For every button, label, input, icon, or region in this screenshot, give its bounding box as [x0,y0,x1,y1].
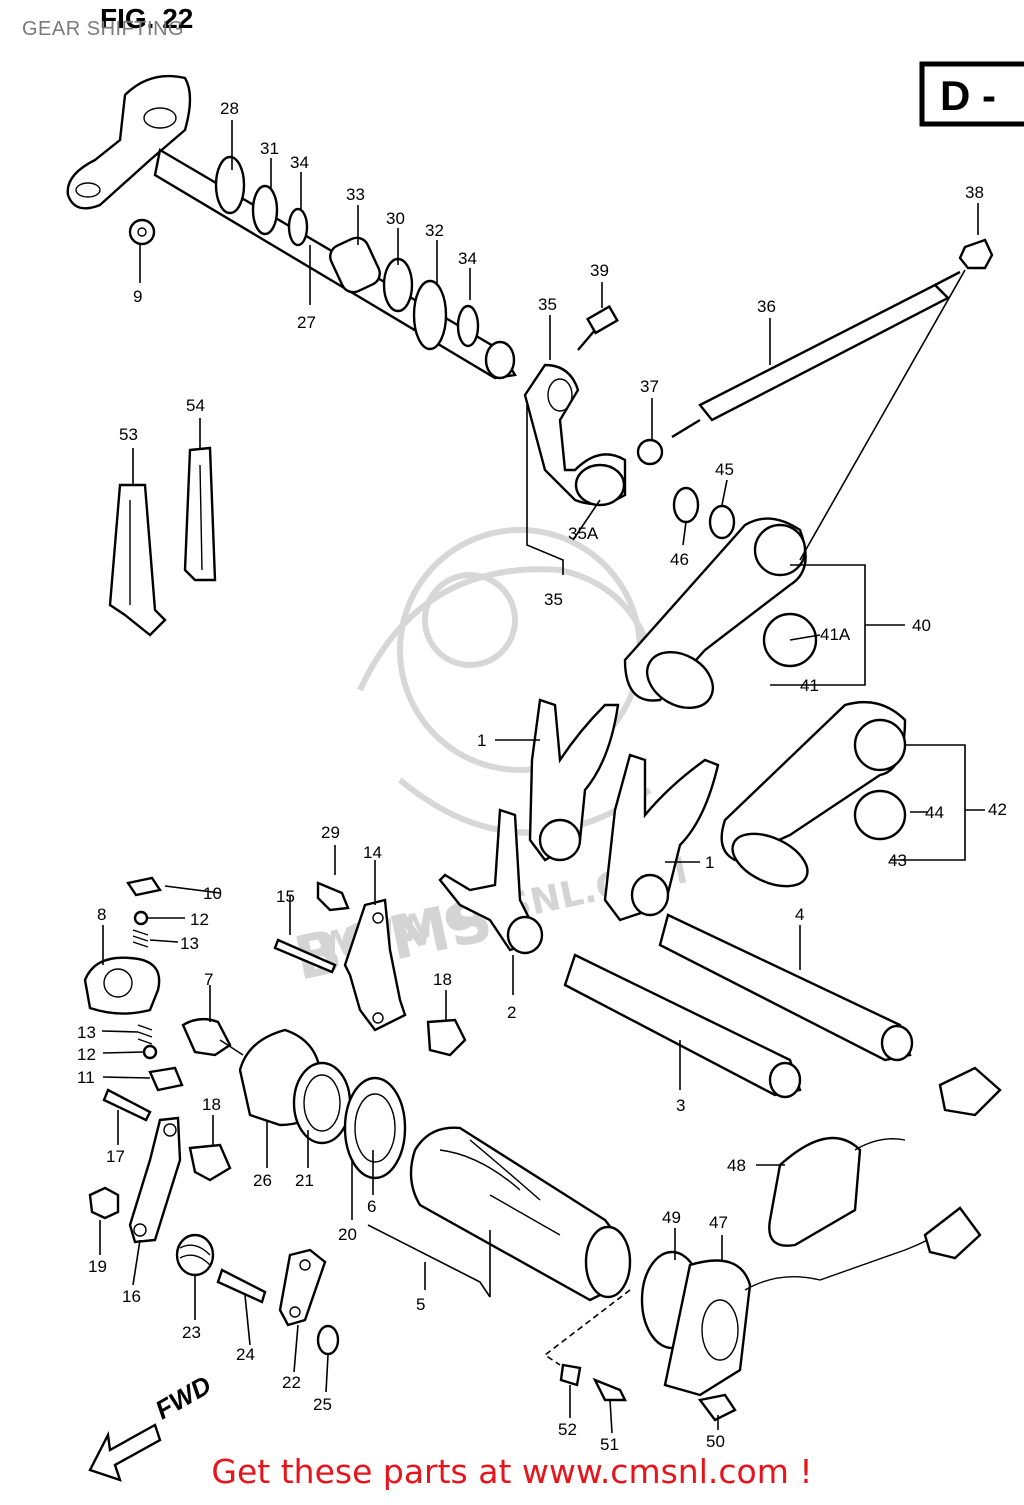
callout-18b: 18 [202,1095,221,1114]
callout-35b: 35 [544,590,563,609]
callout-17: 17 [106,1147,125,1166]
callout-22: 22 [282,1373,301,1392]
spring-pin-plate [175,1233,340,1356]
callout-5: 5 [416,1295,425,1314]
callout-46: 46 [670,550,689,569]
callout-41A: 41A [820,625,851,644]
callout-3: 3 [676,1096,685,1115]
callout-26: 26 [253,1171,272,1190]
shift-forks [438,698,720,955]
callout-21: 21 [295,1171,314,1190]
callout-33: 33 [346,185,365,204]
callout-19: 19 [88,1257,107,1276]
callout-52: 52 [558,1420,577,1439]
callout-51: 51 [600,1435,619,1454]
figure-label: FIG. 22 [100,3,193,34]
shift-drum [409,1126,632,1302]
callout-38: 38 [965,183,984,202]
cta-link-text[interactable]: Get these parts at www.cmsnl.com ! [211,1452,813,1491]
callout-54: 54 [186,396,205,415]
callout-9: 9 [133,287,142,306]
callout-16: 16 [122,1287,141,1306]
callout-36: 36 [757,297,776,316]
callout-15: 15 [276,887,295,906]
callout-23: 23 [182,1323,201,1342]
callout-53: 53 [119,425,138,444]
callout-30: 30 [386,209,405,228]
callout-45: 45 [715,460,734,479]
detent-parts [83,876,244,1092]
stopper-arm [88,1088,182,1244]
callout-35A: 35A [568,524,599,543]
callout-2: 2 [507,1003,516,1022]
callout-14: 14 [363,843,382,862]
callout-31: 31 [260,139,279,158]
callout-1a: 1 [477,731,486,750]
callout-12a: 12 [190,910,209,929]
callout-37: 37 [640,377,659,396]
callout-34: 34 [290,153,309,172]
callout-42: 42 [988,800,1007,819]
tie-rod [636,238,994,466]
washers-45-46 [672,486,736,540]
leader-lines [99,120,985,1434]
callout-39: 39 [590,261,609,280]
bolts-15-29 [273,881,350,974]
callout-20: 20 [338,1225,357,1244]
callout-43: 43 [888,851,907,870]
drum-gears [238,1028,407,1180]
callout-13a: 13 [180,934,199,953]
callout-49: 49 [662,1208,681,1227]
callout-1b: 1 [705,853,714,872]
callout-50: 50 [706,1432,725,1451]
shift-lever-upper [623,517,818,710]
callout-28: 28 [220,99,239,118]
stopper-plate [343,898,407,1032]
plates-53-54 [108,446,217,637]
callout-8: 8 [97,905,106,924]
shift-arm [523,363,627,507]
bolt-39 [577,304,619,351]
callout-12b: 12 [77,1045,96,1064]
gear-position-switch [559,1066,1002,1422]
bushings-18 [188,1018,467,1182]
callout-41: 41 [800,676,819,695]
shift-lever-lower [720,701,907,888]
callout-32: 32 [425,221,444,240]
callout-7: 7 [204,970,213,989]
callout-24: 24 [236,1345,255,1364]
callout-48: 48 [727,1156,746,1175]
region-code-text: D - [940,72,996,119]
callout-34b: 34 [458,249,477,268]
callout-6: 6 [367,1197,376,1216]
callout-47: 47 [709,1213,728,1232]
shift-shaft-assembly [66,74,517,380]
page-title: GEAR SHIFTING [22,18,185,40]
fork-shafts [563,913,914,1099]
callout-13b: 13 [77,1023,96,1042]
callout-29: 29 [321,823,340,842]
callout-40: 40 [912,616,931,635]
callout-44: 44 [925,803,944,822]
callout-25: 25 [313,1395,332,1414]
callout-4: 4 [795,905,804,924]
callout-35: 35 [538,295,557,314]
callout-18a: 18 [433,970,452,989]
callout-27: 27 [297,313,316,332]
region-code-box: D - [919,61,1024,127]
forward-label: FWD [150,1370,216,1426]
callout-10: 10 [203,884,222,903]
callout-11: 11 [77,1068,95,1087]
callout-numbers: 28 31 34 33 30 32 34 27 9 35 39 36 37 38… [77,99,1007,1454]
